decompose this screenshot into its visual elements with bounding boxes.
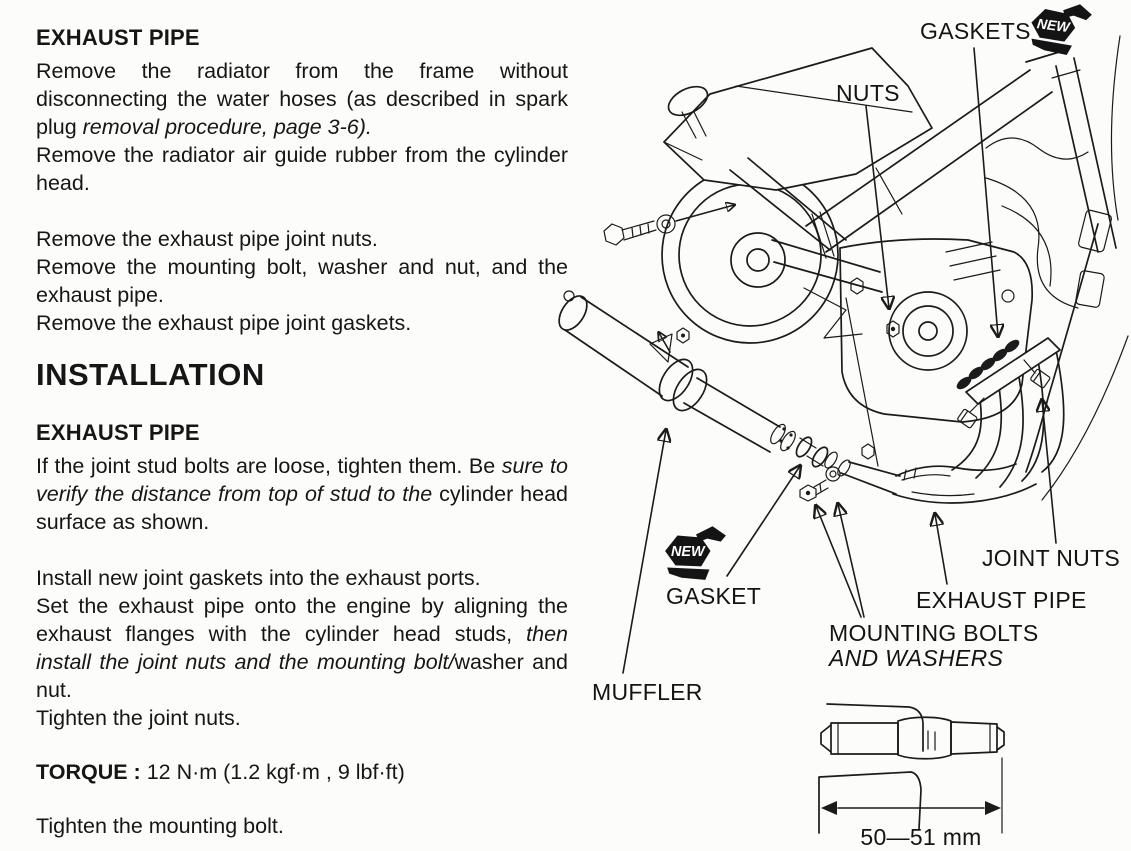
dimension-arrowhead-right [985, 801, 1001, 815]
mounting-bolt-leader [816, 506, 862, 618]
label-gasket: GASKET [666, 583, 762, 609]
new-badge-text: NEW [671, 544, 706, 560]
torque-value: 12 N·m (1.2 kgf·m , 9 lbf·ft) [140, 760, 405, 784]
label-gaskets: GASKETS [920, 18, 1031, 44]
torque-spec: TORQUE : 12 N·m (1.2 kgf·m , 9 lbf·ft) [36, 758, 568, 786]
joint-nuts-leader [1042, 400, 1057, 544]
label-mounting-bolts-line1: MOUNTING BOLTS [829, 620, 1039, 646]
installation-subheading: EXHAUST PIPE [36, 420, 200, 445]
text-run-italic: sure to verify the distance from top of … [36, 454, 568, 506]
paragraph-set-exhaust-pipe: Set the exhaust pipe onto the engine by … [36, 592, 568, 704]
label-mounting-bolts-line2: AND WASHERS [829, 645, 1004, 671]
new-badge-text: NEW [1036, 15, 1072, 35]
gasket-leader [726, 466, 800, 577]
paragraph-remove-joint-nuts: Remove the exhaust pipe joint nuts. [36, 227, 378, 251]
paragraph-radiator-removal: Remove the radiator from the frame witho… [36, 57, 568, 141]
label-muffler: MUFFLER [592, 679, 703, 705]
new-part-badge-icon: NEW [1031, 4, 1092, 56]
paragraph-install-gaskets: Install new joint gaskets into the exhau… [36, 566, 481, 590]
paragraph-stud-bolts: If the joint stud bolts are loose, tight… [36, 452, 568, 536]
label-joint-nuts: JOINT NUTS [982, 545, 1121, 571]
label-nuts: NUTS [836, 80, 900, 106]
removal-subheading: EXHAUST PIPE [36, 25, 200, 50]
washer-leader [838, 504, 865, 618]
text-run: Remove the radiator from the frame witho… [36, 59, 568, 139]
installation-title: INSTALLATION [36, 357, 265, 392]
motorcycle-rear-view [603, 35, 1129, 501]
exhaust-assembly [558, 290, 1065, 504]
text-run: washer and nut. [36, 650, 568, 702]
paragraph-remove-mounting-bolt: Remove the mounting bolt, washer and nut… [36, 255, 568, 307]
new-part-badge-icon: NEW [665, 526, 726, 580]
text-run: Set the exhaust pipe onto the engine by … [36, 594, 568, 646]
exhaust-pipe-leader [935, 514, 948, 585]
text-run-italic: removal procedure, page 3-6). [82, 115, 372, 139]
text-run: cylinder head surface as shown. [36, 482, 569, 534]
label-exhaust-pipe: EXHAUST PIPE [916, 587, 1087, 613]
paragraph-air-guide-rubber: Remove the radiator air guide rubber fro… [36, 143, 568, 195]
paragraph-tighten-mounting-bolt: Tighten the mounting bolt. [36, 814, 284, 838]
nuts-leader [865, 105, 889, 308]
dimension-arrowhead-left [821, 801, 837, 815]
label-stud-dimension: 50—51 mm [860, 824, 982, 850]
text-run-italic: then install the joint nuts and the moun… [36, 622, 568, 674]
muffler-leader [622, 430, 666, 674]
paragraph-remove-joint-gaskets: Remove the exhaust pipe joint gaskets. [36, 311, 412, 335]
gaskets-leader [973, 47, 998, 336]
procedure-text-column: EXHAUST PIPE Remove the radiator from th… [36, 24, 568, 840]
stud-length-figure [818, 703, 1005, 834]
leader-lines [622, 47, 1057, 674]
text-run: If the joint stud bolts are loose, tight… [36, 454, 502, 478]
label-mounting-bolts: MOUNTING BOLTS AND WASHERS [829, 621, 1039, 671]
paragraph-tighten-joint-nuts: Tighten the joint nuts. [36, 706, 241, 730]
torque-label: TORQUE : [36, 760, 141, 784]
